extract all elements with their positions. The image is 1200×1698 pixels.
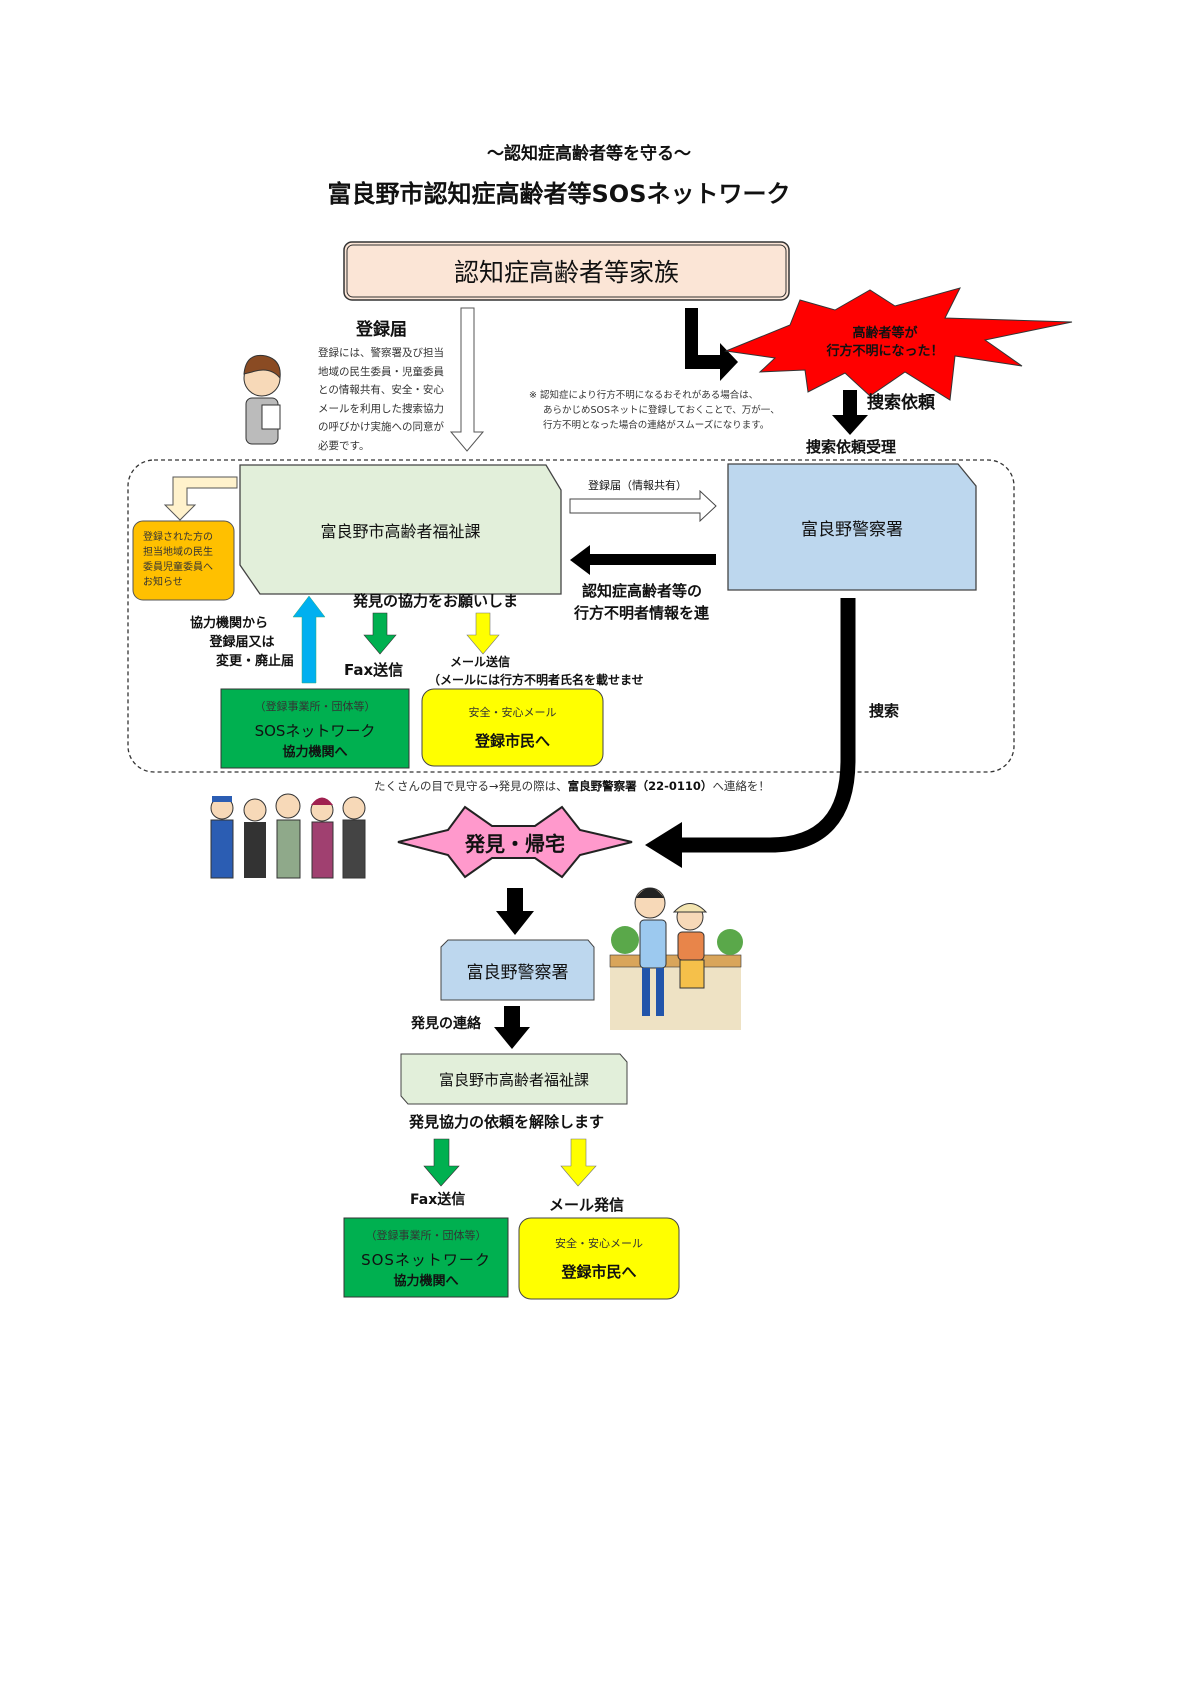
welfare-small-label: 富良野市高齢者福祉課 (438, 1070, 589, 1089)
fax-arrow (363, 612, 397, 655)
registration-note: ※ 認知症により行方不明になるおそれがある場合は、 あらかじめSOSネットに登録… (529, 388, 780, 433)
sos-box-line1: SOSネットワーク (254, 721, 376, 740)
share-arrow (569, 489, 717, 523)
partner-submission-label: 協力機関から 登録届又は 変更・廃止届 (190, 614, 294, 671)
note-line: ※ 認知症により行方不明になるおそれがある場合は、 (529, 390, 759, 401)
bottom-fax-label: Fax送信 (410, 1192, 466, 1208)
partner-up-arrow (292, 595, 326, 684)
notify-line: 委員児童委員へ (143, 562, 213, 573)
fax-label: Fax送信 (344, 661, 404, 679)
bottom-mail-box-main: 登録市民へ (561, 1263, 637, 1281)
registration-line: との情報共有、安全・安心 (318, 384, 444, 397)
watch-note: たくさんの目で見守る→発見の際は、富良野警察署（22-0110）へ連絡を！ (374, 779, 770, 794)
mail-note: （メールには行方不明者氏名を載せませ (428, 673, 644, 687)
caregiver-elderly-illustration (609, 887, 743, 1030)
bottom-sos-network-box-text: （登録事業所・団体等） SOSネットワーク 協力機関へ (344, 1218, 508, 1297)
burst-line: 高齢者等が (852, 326, 918, 341)
burst-line: 行方不明になった！ (826, 344, 944, 359)
bottom-fax-arrow (423, 1138, 460, 1187)
sos-box-sub: （登録事業所・団体等） (254, 699, 376, 713)
page-title: 富良野市認知症高齢者等SOSネットワーク (327, 180, 791, 208)
mail-label: メール送信 (450, 655, 511, 669)
contact-down-arrow (494, 1006, 530, 1049)
network-container (127, 459, 1015, 773)
partner-line: 協力機関から (190, 616, 269, 631)
welfare-division-box (239, 464, 562, 595)
missing-info-line: 行方不明者情報を連 (574, 604, 710, 622)
note-line: 行方不明となった場合の連絡がスムーズになります。 (543, 420, 770, 431)
notify-line: お知らせ (143, 577, 183, 588)
registration-line: 必要です。 (318, 439, 370, 452)
mail-box-main: 登録市民へ (474, 732, 550, 750)
missing-info-arrow (570, 545, 716, 575)
notify-arrow (163, 476, 238, 521)
registration-line: 登録には、警察署及び担当 (318, 347, 444, 359)
partner-line: 登録届又は (209, 635, 275, 650)
mail-box (421, 688, 604, 767)
bottom-mail-label: メール発信 (549, 1196, 625, 1214)
release-request-label: 発見協力の依頼を解除します (409, 1113, 605, 1131)
bottom-sos-box-sub: （登録事業所・団体等） (365, 1228, 487, 1242)
watch-note-suffix: へ連絡を！ (712, 779, 770, 793)
registration-heading: 登録届 (356, 320, 407, 340)
welfare-division-label: 富良野市高齢者福祉課 (320, 521, 481, 541)
bottom-sos-network-box (343, 1217, 509, 1298)
mail-box-text: 安全・安心メール 登録市民へ (422, 689, 603, 766)
cooperators-illustration (210, 793, 366, 879)
registration-line: 地域の民生委員・児童委員 (318, 365, 444, 378)
police-label: 富良野警察署 (801, 519, 903, 540)
missing-info-line: 認知症高齢者等の (582, 582, 703, 600)
notify-line: 担当地域の民生 (143, 547, 213, 558)
bottom-mail-box-text: 安全・安心メール 登録市民へ (519, 1218, 679, 1299)
mail-box-sub: 安全・安心メール (468, 706, 557, 719)
bottom-mail-arrow (560, 1138, 597, 1187)
found-contact-label: 発見の連絡 (411, 1016, 481, 1032)
notify-box-text: 登録された方の 担当地域の民生 委員児童委員へ お知らせ (143, 530, 213, 590)
found-star (397, 805, 633, 879)
welfare-small-box (400, 1053, 628, 1105)
cooperation-request-label: 発見の協力をお願いしま (353, 592, 519, 610)
found-down-arrow (496, 888, 534, 935)
search-request-received-label: 捜索依頼受理 (806, 438, 897, 456)
family-box (343, 241, 790, 301)
search-request-label: 捜索依頼 (867, 393, 935, 413)
note-line: あらかじめSOSネットに登録しておくことで、万が一、 (543, 405, 780, 416)
bottom-sos-box-line1: SOSネットワーク (361, 1250, 491, 1269)
notify-box (132, 520, 235, 601)
missing-info-label: 認知症高齢者等の 行方不明者情報を連 (574, 580, 709, 624)
sos-box-line2: 協力機関へ (282, 744, 348, 760)
missing-burst-text: 高齢者等が 行方不明になった！ (826, 325, 943, 361)
search-label: 捜索 (869, 702, 900, 720)
sos-network-box-text: （登録事業所・団体等） SOSネットワーク 協力機関へ (221, 689, 409, 768)
sos-network-box (220, 688, 410, 769)
share-arrow-label: 登録届（情報共有） (588, 479, 687, 492)
found-star-label: 発見・帰宅 (465, 831, 565, 856)
registration-arrow (449, 307, 485, 452)
watch-note-prefix: たくさんの目で見守る→発見の際は、 (374, 779, 568, 793)
partner-line: 変更・廃止届 (215, 654, 294, 669)
registration-line: メールを利用した捜索協力 (318, 402, 444, 415)
family-box-label: 認知症高齢者等家族 (453, 258, 679, 287)
bottom-sos-box-line2: 協力機関へ (393, 1273, 459, 1289)
watch-note-emphasis: 富良野警察署（22-0110） (567, 779, 713, 793)
staff-woman-illustration (243, 354, 281, 445)
bottom-mail-box-sub: 安全・安心メール (555, 1237, 643, 1250)
police-box (727, 463, 977, 591)
missing-l-arrow (685, 308, 738, 381)
search-arrowhead (645, 822, 682, 868)
search-request-arrow (832, 390, 868, 435)
bottom-mail-box (518, 1217, 680, 1300)
mail-arrow (466, 612, 500, 655)
police-small-box (440, 939, 595, 1001)
page-subtitle: ～認知症高齢者等を守る～ (487, 144, 691, 164)
search-path-arrow (680, 598, 856, 853)
registration-description: 登録には、警察署及び担当 地域の民生委員・児童委員 との情報共有、安全・安心 メ… (318, 344, 444, 456)
missing-burst (724, 287, 1073, 401)
notify-line: 登録された方の (143, 532, 213, 543)
police-small-label: 富良野警察署 (466, 962, 569, 983)
registration-line: の呼びかけ実施への同意が (318, 421, 444, 434)
